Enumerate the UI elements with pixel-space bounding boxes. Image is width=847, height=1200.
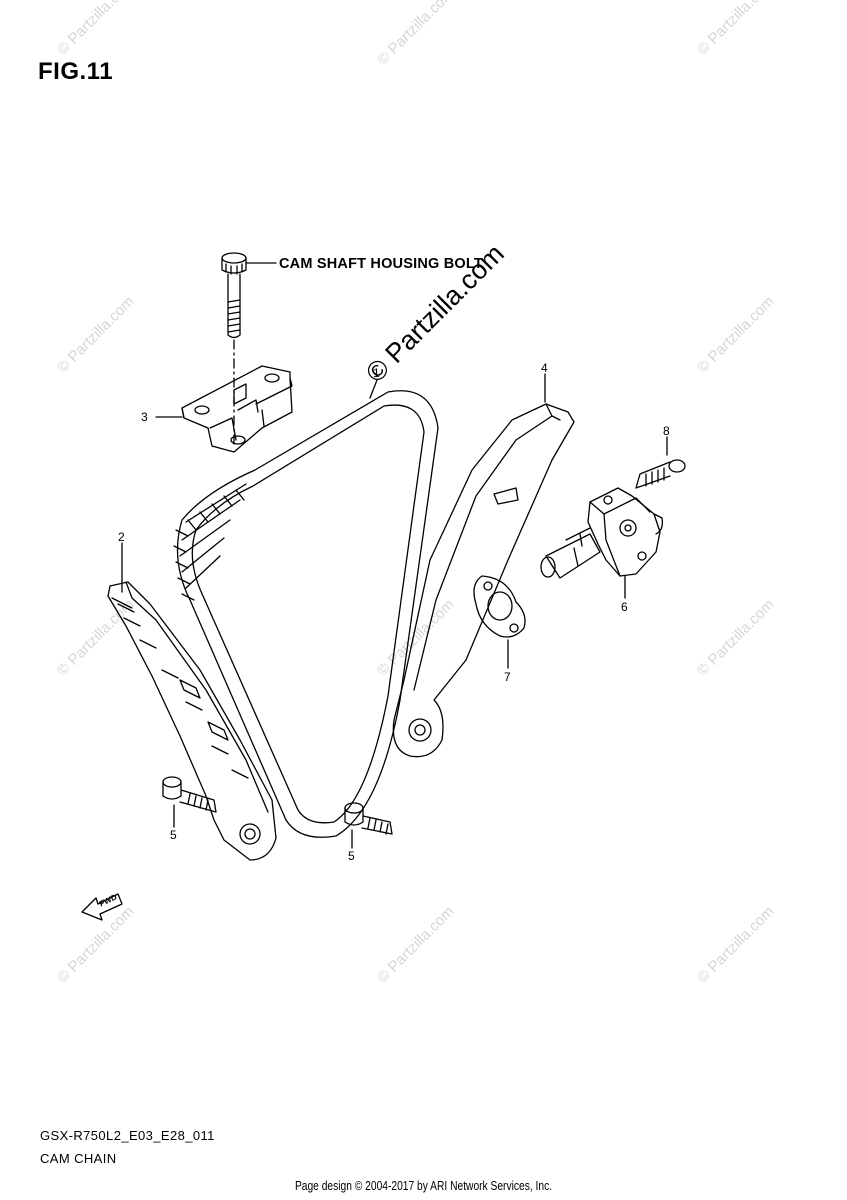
housing-bracket-icon (181, 365, 293, 453)
guide-bolt-right-icon (344, 802, 393, 835)
housing-bolt-label: CAM SHAFT HOUSING BOLT (279, 256, 483, 272)
callout-5-left: 5 (170, 828, 177, 842)
callout-3: 3 (141, 410, 148, 424)
diagram-name: CAM CHAIN (40, 1151, 117, 1166)
chain-guide-right-icon (392, 403, 575, 758)
callout-1: 1 (373, 366, 380, 380)
callout-2: 2 (118, 530, 125, 544)
tensioner-bolt-icon (635, 459, 686, 489)
fwd-arrow-icon (81, 893, 123, 921)
gasket-icon (473, 575, 526, 638)
callout-8: 8 (663, 424, 670, 438)
housing-bolt-icon (221, 252, 277, 339)
callout-6: 6 (621, 600, 628, 614)
cam-chain-icon (173, 390, 439, 838)
chain-guide-left-icon (107, 581, 277, 861)
page-credit: Page design © 2004-2017 by ARI Network S… (294, 1179, 553, 1193)
tensioner-icon (540, 487, 664, 579)
leader-1 (369, 379, 378, 399)
figure-title: FIG.11 (38, 58, 114, 85)
model-code: GSX-R750L2_E03_E28_011 (40, 1128, 215, 1143)
callout-5-right: 5 (348, 849, 355, 863)
callout-4: 4 (541, 361, 548, 375)
guide-bolt-left-icon (162, 776, 217, 813)
callout-7: 7 (504, 670, 511, 684)
